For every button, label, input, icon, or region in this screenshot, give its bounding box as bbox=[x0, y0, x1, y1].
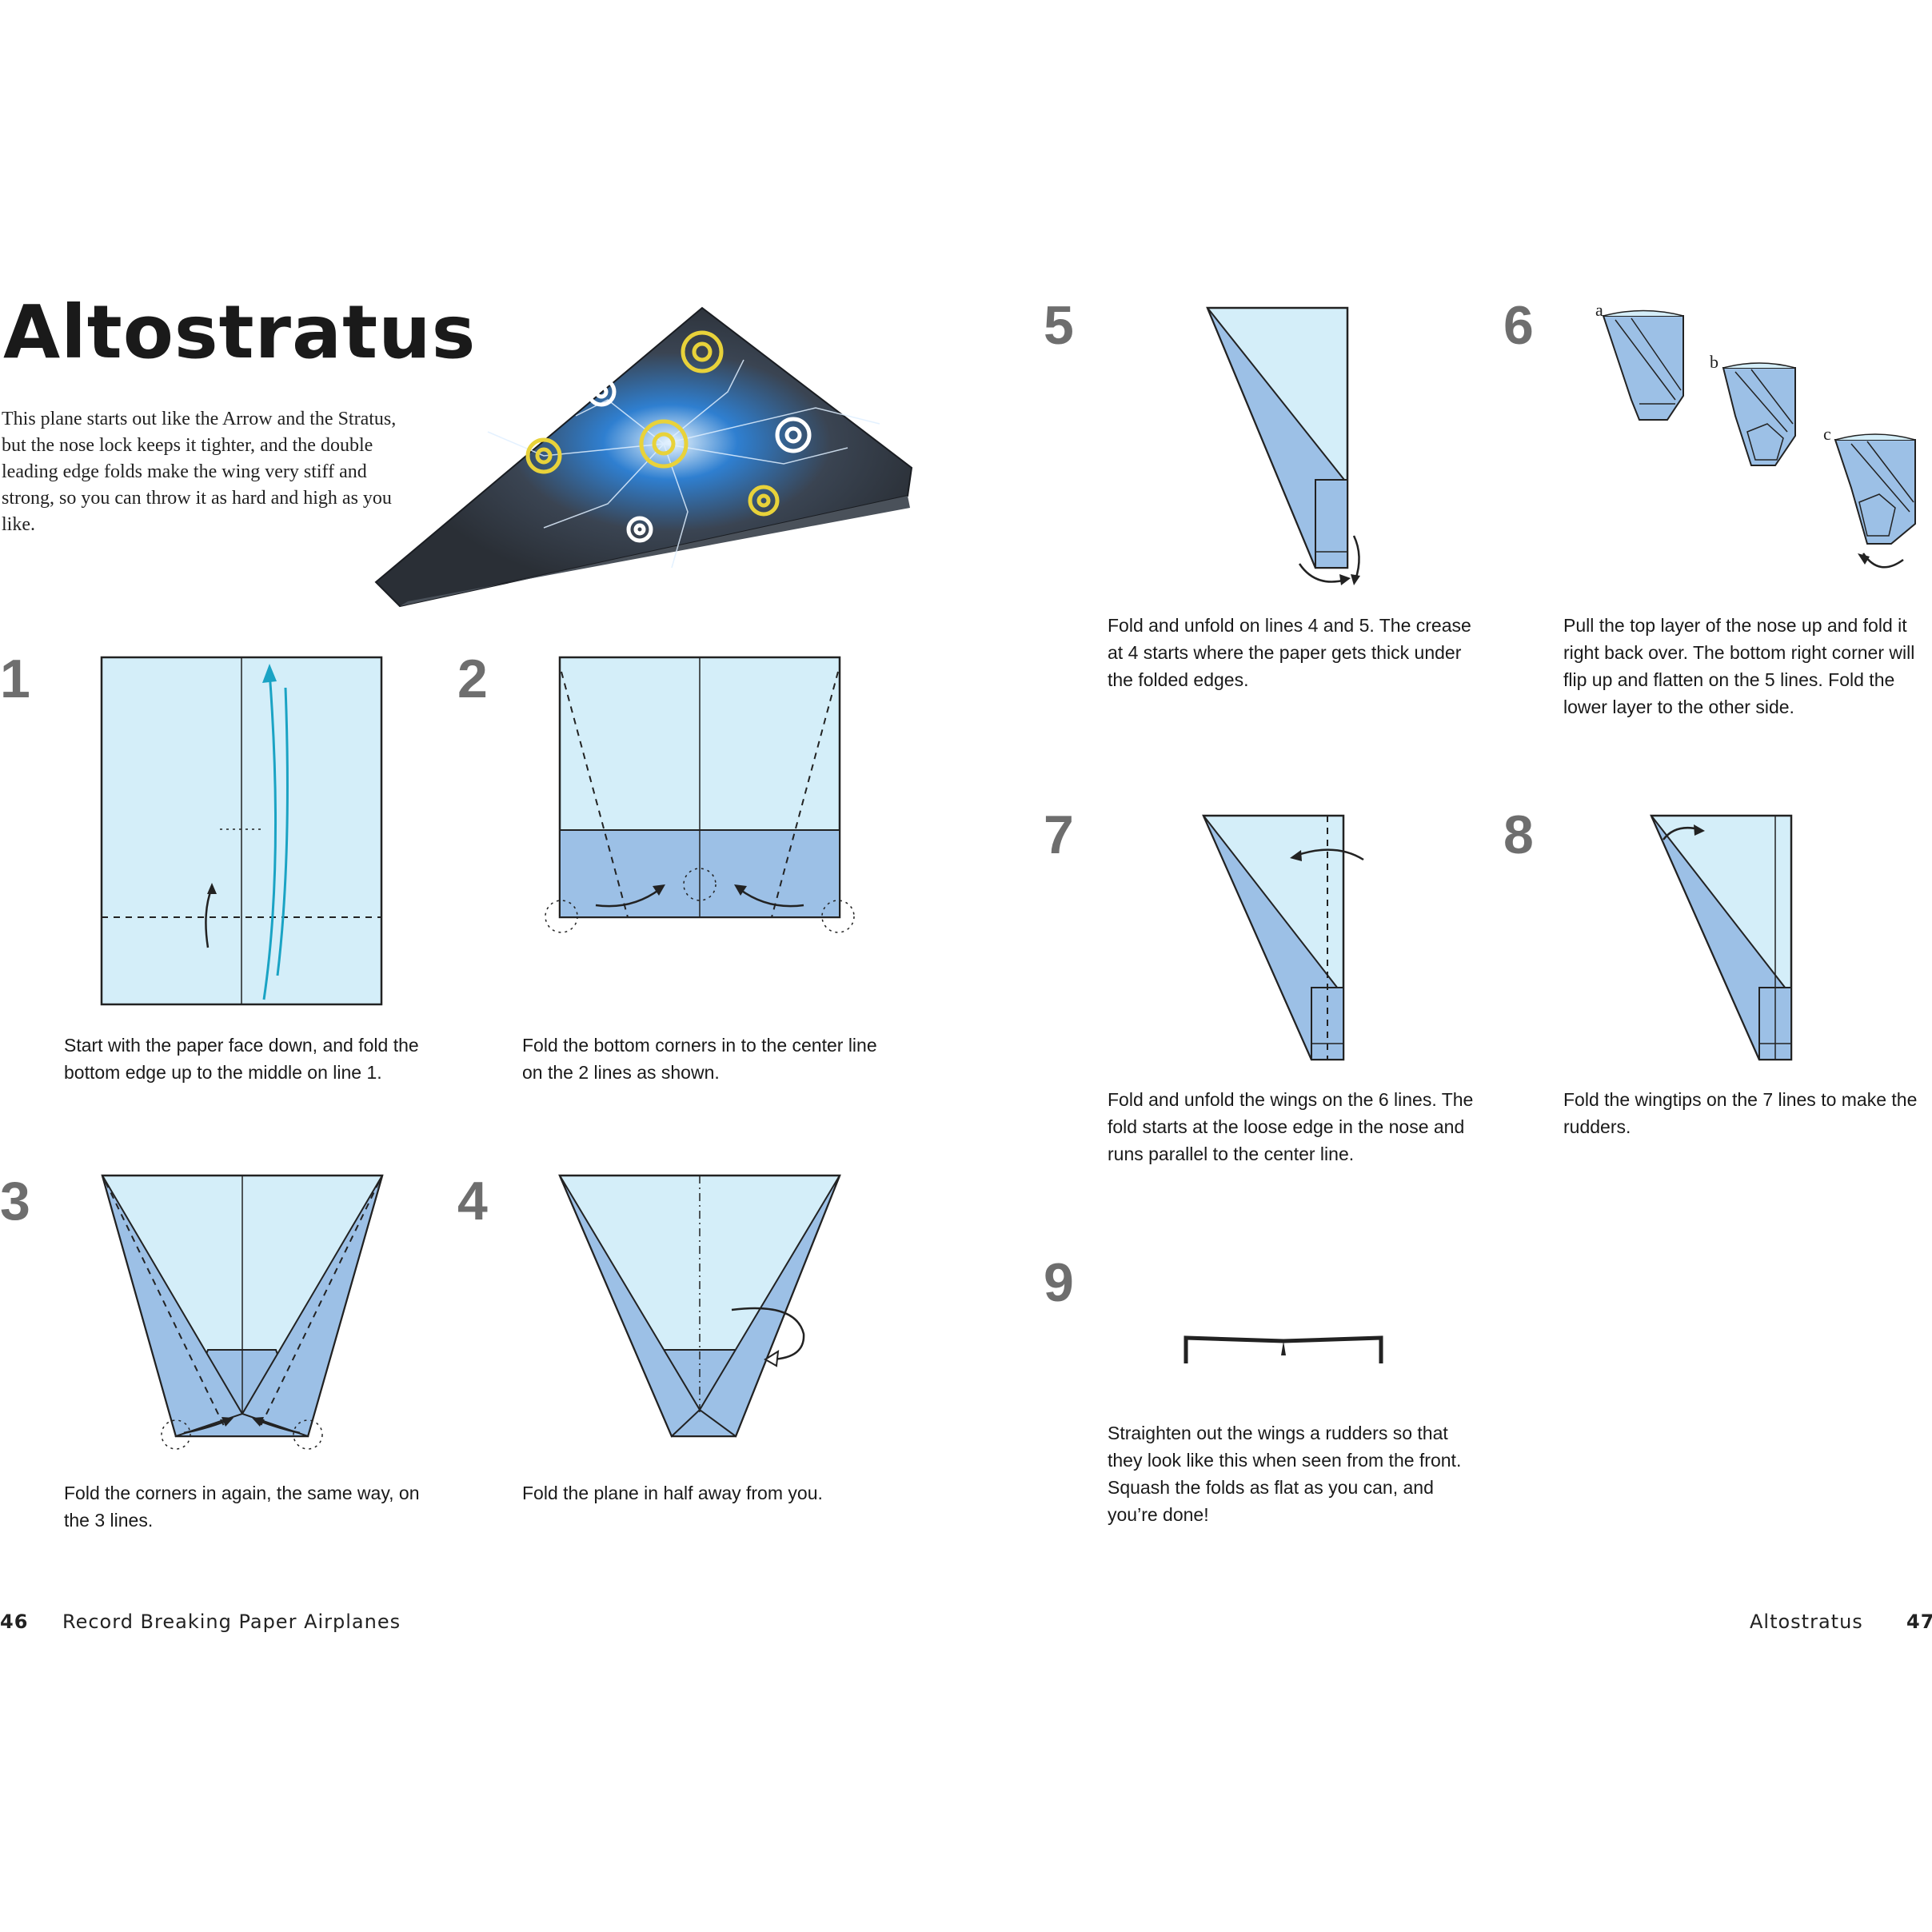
step-caption: Fold the corners in again, the same way,… bbox=[64, 1483, 420, 1531]
step-caption: Pull the top layer of the nose up and fo… bbox=[1563, 615, 1915, 717]
step-caption: Start with the paper face down, and fold… bbox=[64, 1035, 419, 1083]
book-title: Record Breaking Paper Airplanes bbox=[62, 1611, 401, 1633]
chapter-title: Altostratus bbox=[1750, 1611, 1863, 1633]
step-1-diagram bbox=[100, 656, 383, 1006]
step-3-diagram bbox=[101, 1174, 384, 1450]
step-4-diagram bbox=[558, 1174, 841, 1438]
step-caption: Fold the wingtips on the 7 lines to make… bbox=[1563, 1089, 1918, 1137]
step-caption: Straighten out the wings a rudders so th… bbox=[1108, 1423, 1462, 1525]
page-number-left: 46 bbox=[0, 1611, 29, 1633]
step-caption: Fold and unfold the wings on the 6 lines… bbox=[1108, 1089, 1474, 1164]
page-title: Altostratus bbox=[3, 289, 477, 375]
step-8-diagram bbox=[1650, 814, 1793, 1061]
step-6-diagram: a b c bbox=[1595, 300, 1916, 569]
substep-label: b bbox=[1710, 352, 1718, 372]
step-caption: Fold the bottom corners in to the center… bbox=[522, 1035, 877, 1083]
step-number: 8 bbox=[1503, 804, 1534, 865]
intro-text: This plane starts out like the Arrow and… bbox=[2, 409, 397, 535]
step-2-diagram bbox=[545, 656, 855, 933]
step-number: 7 bbox=[1044, 804, 1074, 865]
step-number: 9 bbox=[1044, 1252, 1074, 1313]
substep-label: a bbox=[1595, 300, 1603, 320]
step-caption: Fold the plane in half away from you. bbox=[522, 1483, 823, 1503]
substep-label: c bbox=[1823, 424, 1831, 444]
step-number: 5 bbox=[1044, 295, 1074, 356]
page-number-right: 47 bbox=[1906, 1611, 1932, 1633]
step-number: 2 bbox=[457, 649, 488, 709]
step-number: 4 bbox=[457, 1171, 488, 1231]
step-number: 3 bbox=[0, 1171, 30, 1231]
step-number: 6 bbox=[1503, 295, 1534, 356]
step-5-diagram bbox=[1206, 306, 1360, 585]
paper-plane-photo bbox=[374, 306, 913, 608]
step-7-diagram bbox=[1202, 814, 1364, 1061]
step-caption: Fold and unfold on lines 4 and 5. The cr… bbox=[1108, 615, 1471, 690]
step-number: 1 bbox=[0, 649, 30, 709]
step-9-diagram bbox=[1184, 1335, 1383, 1363]
